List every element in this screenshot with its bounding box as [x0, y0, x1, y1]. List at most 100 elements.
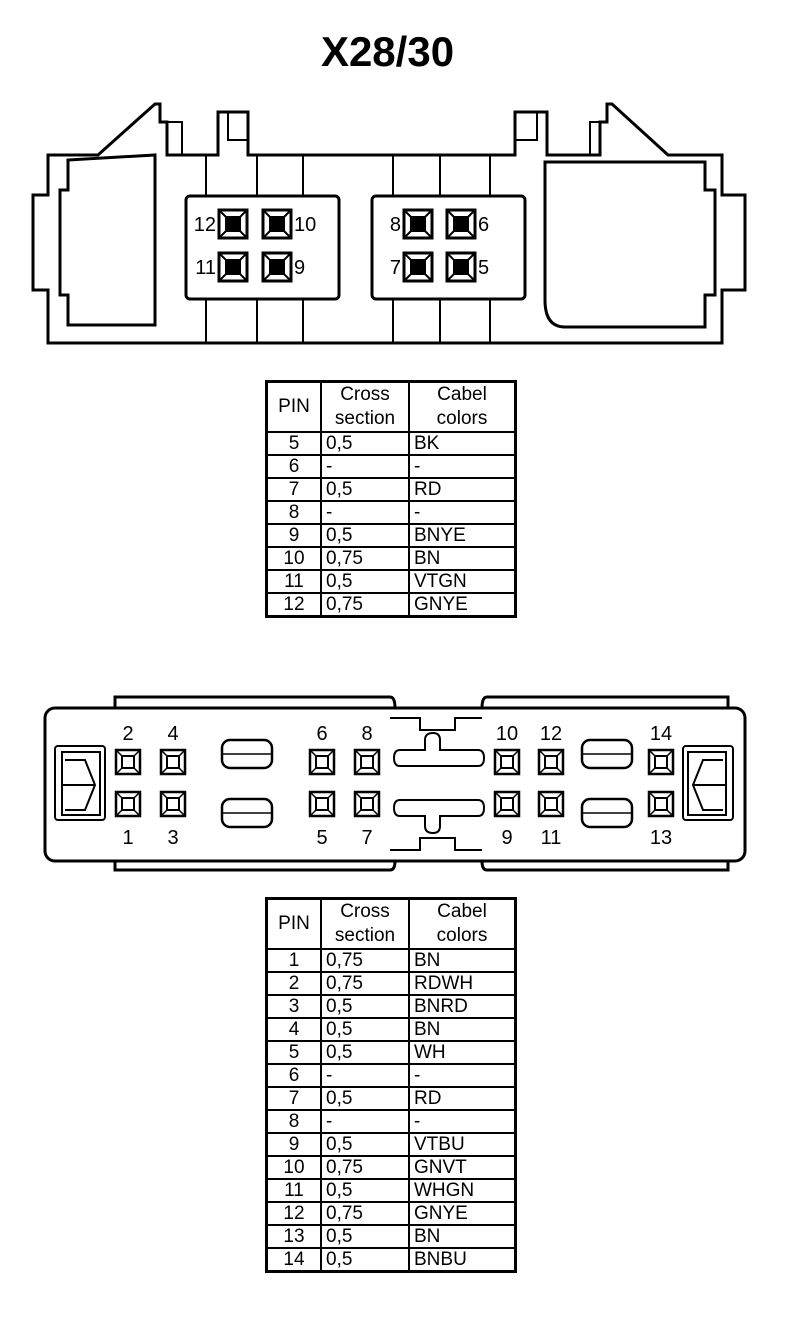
cell-pin: 6: [265, 1063, 322, 1088]
pin-label: 11: [195, 257, 216, 279]
connector-2-pin: 5: [308, 790, 336, 849]
cell-cross-section: -: [320, 1109, 410, 1134]
cell-pin: 10: [265, 1155, 322, 1180]
cell-pin: 11: [265, 569, 322, 594]
cell-pin: 5: [265, 1040, 322, 1065]
table-row: 8--: [265, 500, 517, 525]
connector-2-pin: 11: [537, 790, 565, 849]
connector-2-blank-slot: [580, 797, 634, 829]
cell-pin: 8: [265, 500, 322, 525]
cell-cross-section: 0,5: [320, 477, 410, 502]
connector-1-right-latch: [543, 160, 717, 329]
pin-label: 10: [496, 723, 518, 745]
connector-2-pin: 9: [493, 790, 521, 849]
cell-cable-color: WHGN: [408, 1178, 517, 1203]
cell-pin: 1: [265, 948, 322, 973]
cell-cable-color: BNRD: [408, 994, 517, 1019]
cell-cable-color: BN: [408, 948, 517, 973]
cell-cross-section: 0,5: [320, 1040, 410, 1065]
connector-2-pin: 8: [353, 723, 381, 776]
cell-pin: 11: [265, 1178, 322, 1203]
connector-2-pin: 12: [537, 723, 565, 776]
pin-label: 4: [167, 723, 178, 745]
connector-2-blank-slot: [220, 797, 274, 829]
cell-cable-color: RD: [408, 477, 517, 502]
cell-cross-section: 0,5: [320, 1017, 410, 1042]
pin-label: 12: [540, 723, 562, 745]
cell-pin: 9: [265, 1132, 322, 1157]
cell-pin: 13: [265, 1224, 322, 1249]
pin-label: 6: [316, 723, 327, 745]
cell-pin: 4: [265, 1017, 322, 1042]
connector-2-pin: 1: [114, 790, 142, 849]
connector-2-left-latch: [54, 745, 106, 821]
pin-label: 2: [122, 723, 133, 745]
cell-cable-color: BN: [408, 546, 517, 571]
connector-1-pin: 6: [445, 208, 489, 240]
cell-cross-section: 0,5: [320, 569, 410, 594]
connector-2-pin: 10: [493, 723, 521, 776]
cell-cable-color: RDWH: [408, 971, 517, 996]
cell-cross-section: -: [320, 500, 410, 525]
connector-1-pin: 9: [261, 251, 305, 283]
cell-cross-section: 0,5: [320, 523, 410, 548]
connector-2-blank-slot: [580, 738, 634, 770]
cell-cross-section: 0,5: [320, 1132, 410, 1157]
table-row: 6--: [265, 1063, 517, 1088]
cell-cable-color: GNYE: [408, 1201, 517, 1226]
connector-1-pin: 8: [390, 208, 434, 240]
cell-cable-color: -: [408, 500, 517, 525]
cell-pin: 12: [265, 1201, 322, 1226]
pin-label: 8: [361, 723, 372, 745]
connector-1-pin: 12: [194, 208, 249, 240]
cell-cable-color: -: [408, 1109, 517, 1134]
cell-pin: 9: [265, 523, 322, 548]
cell-cable-color: -: [408, 454, 517, 479]
connector-2-blank-slot: [220, 738, 274, 770]
cell-cable-color: GNYE: [408, 592, 517, 618]
pin-label: 3: [167, 827, 178, 849]
cell-pin: 7: [265, 477, 322, 502]
pin-label: 9: [501, 827, 512, 849]
cell-cable-color: WH: [408, 1040, 517, 1065]
connector-1-pin: 10: [261, 208, 316, 240]
pin-label: 1: [122, 827, 133, 849]
cell-cable-color: BN: [408, 1224, 517, 1249]
cell-pin: 14: [265, 1247, 322, 1273]
connector-2-pin: 2: [114, 723, 142, 776]
table-row: 6--: [265, 454, 517, 479]
cell-pin: 12: [265, 592, 322, 618]
pin-label: 7: [361, 827, 372, 849]
pin-label: 5: [316, 827, 327, 849]
pin-label: 10: [294, 214, 316, 236]
connector-2-pin: 7: [353, 790, 381, 849]
pin-label: 12: [194, 214, 216, 236]
cell-cross-section: 0,5: [320, 994, 410, 1019]
cell-cable-color: BN: [408, 1017, 517, 1042]
cell-cable-color: VTBU: [408, 1132, 517, 1157]
cell-cable-color: GNVT: [408, 1155, 517, 1180]
connector-2-housing: [43, 706, 747, 863]
pin-label: 11: [541, 827, 562, 849]
cell-cable-color: VTGN: [408, 569, 517, 594]
